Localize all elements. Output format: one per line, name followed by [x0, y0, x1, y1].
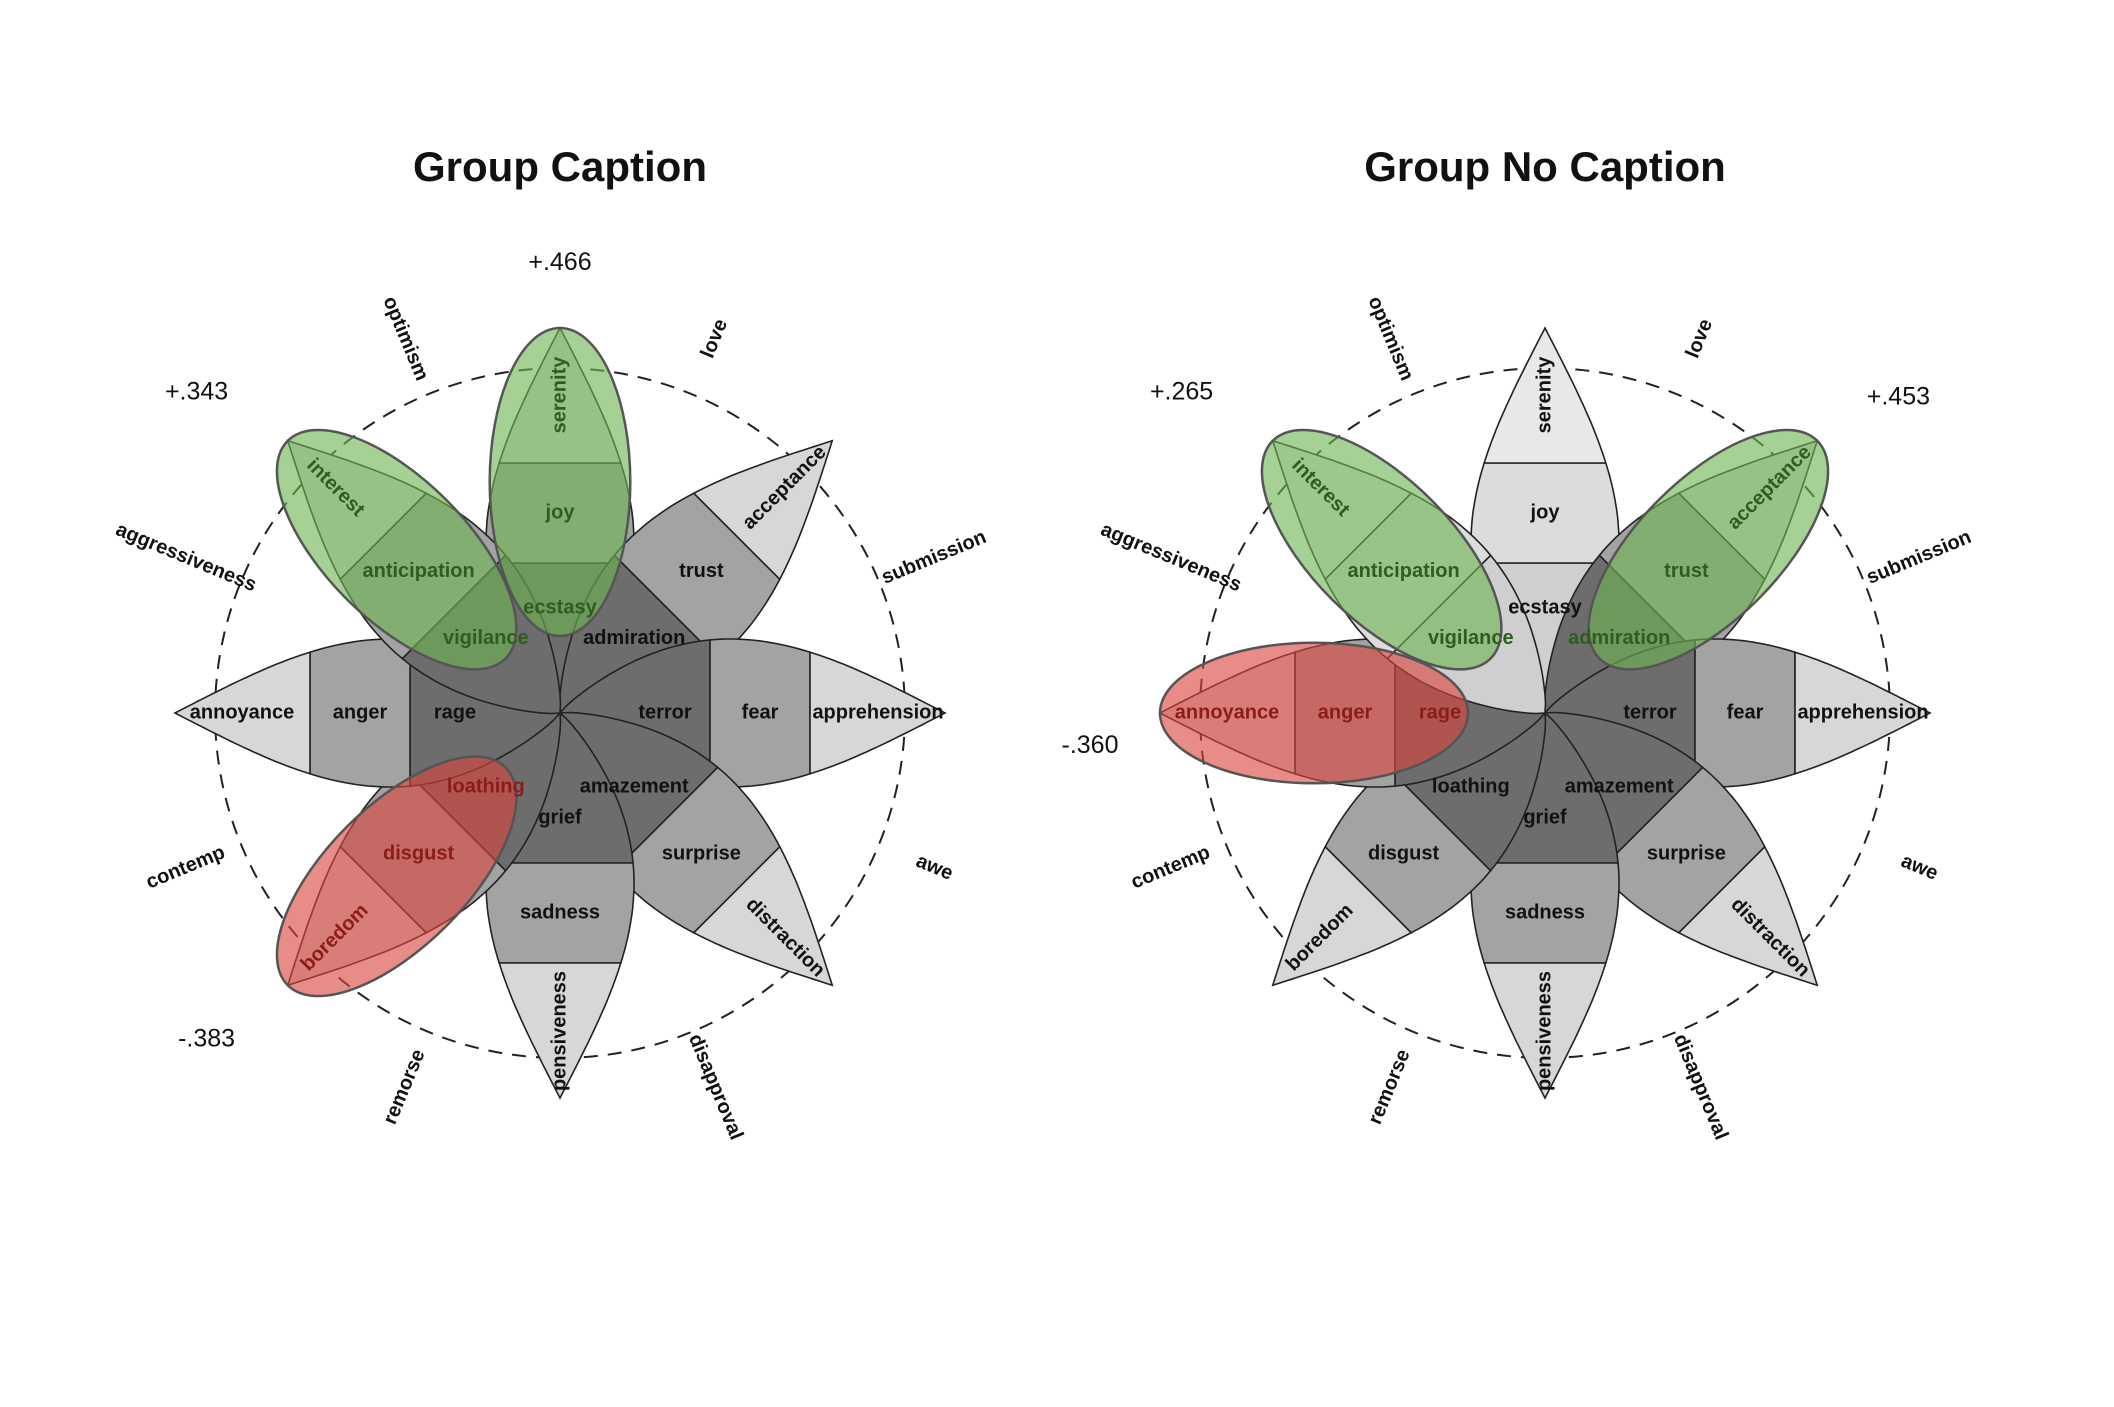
- wheel-group-no-caption: Group No Caption ecstasy joy serenity admira…: [1062, 143, 1975, 1143]
- label-amazement: amazement: [580, 775, 689, 797]
- dyad-aggressiveness: aggressiveness: [113, 518, 260, 596]
- label-trust: trust: [679, 560, 724, 582]
- correlation-value: +.466: [528, 248, 591, 276]
- label-grief: grief: [1523, 806, 1567, 828]
- label-serenity: serenity: [1533, 356, 1555, 434]
- label-sadness: sadness: [520, 901, 600, 923]
- petal-band-apprehension: [1794, 651, 1932, 775]
- label-joy: joy: [1530, 501, 1561, 523]
- highlight-ellipse: [1587, 428, 1830, 671]
- label-amazement: amazement: [1565, 775, 1674, 797]
- label-loathing: loathing: [447, 775, 525, 797]
- highlight-ellipse: [275, 755, 518, 998]
- petal-band-serenity: [1483, 326, 1607, 464]
- label-grief: grief: [538, 806, 582, 828]
- label-surprise: surprise: [1647, 843, 1726, 865]
- dyad-remorse: remorse: [1364, 1046, 1415, 1127]
- highlight-ellipse: [488, 326, 632, 638]
- label-ecstasy: ecstasy: [523, 596, 597, 618]
- label-ecstasy: ecstasy: [1508, 596, 1582, 618]
- dyad-awe: awe: [1898, 850, 1941, 885]
- label-joy: joy: [545, 501, 576, 523]
- label-anticipation: anticipation: [1347, 560, 1459, 582]
- label-trust: trust: [1664, 560, 1709, 582]
- label-serenity: serenity: [548, 356, 570, 434]
- dyad-optimism: optimism: [1363, 293, 1417, 384]
- dyad-aggressiveness: aggressiveness: [1098, 518, 1245, 596]
- label-terror: terror: [638, 701, 692, 723]
- label-fear: fear: [1727, 701, 1764, 723]
- label-fear: fear: [742, 701, 779, 723]
- correlation-value: -.360: [1062, 731, 1119, 759]
- dyad-submission: submission: [878, 526, 989, 589]
- label-apprehension: apprehension: [1797, 701, 1928, 723]
- label-disgust: disgust: [383, 843, 454, 865]
- label-rage: rage: [434, 701, 476, 723]
- dyad-awe: awe: [913, 850, 956, 885]
- diagram-title: Group Caption: [413, 143, 707, 190]
- dyad-love: love: [1682, 316, 1718, 361]
- label-disgust: disgust: [1368, 843, 1439, 865]
- dyad-disapproval: disapproval: [684, 1031, 747, 1143]
- highlight-ellipse: [1158, 641, 1470, 785]
- label-annoyance: annoyance: [190, 701, 294, 723]
- label-admiration: admiration: [583, 627, 685, 649]
- dyad-submission: submission: [1863, 526, 1974, 589]
- label-admiration: admiration: [1568, 627, 1670, 649]
- petal-band-pensiveness: [498, 962, 622, 1100]
- highlight-ellipse: [275, 428, 518, 671]
- label-loathing: loathing: [1432, 775, 1510, 797]
- label-apprehension: apprehension: [812, 701, 943, 723]
- dyad-contemp: contemp: [143, 841, 228, 893]
- label-sadness: sadness: [1505, 901, 1585, 923]
- wheel-group-caption: Group Caption ecstasy joy serenity admiratio…: [113, 143, 990, 1143]
- label-annoyance: annoyance: [1175, 701, 1279, 723]
- label-vigilance: vigilance: [1428, 627, 1514, 649]
- correlation-value: +.265: [1150, 378, 1213, 406]
- diagram-title: Group No Caption: [1364, 143, 1726, 190]
- label-vigilance: vigilance: [443, 627, 529, 649]
- label-pensiveness: pensiveness: [548, 971, 570, 1091]
- label-surprise: surprise: [662, 843, 741, 865]
- correlation-value: +.453: [1867, 383, 1930, 411]
- label-pensiveness: pensiveness: [1533, 971, 1555, 1091]
- dyad-love: love: [697, 316, 733, 361]
- petal-band-distraction: [1677, 845, 1819, 987]
- highlight-ellipse: [1260, 428, 1503, 671]
- dyad-disapproval: disapproval: [1669, 1031, 1732, 1143]
- petal-band-distraction: [692, 845, 834, 987]
- petal-band-acceptance: [692, 439, 834, 581]
- label-anger: anger: [1318, 701, 1373, 723]
- petal-band-pensiveness: [1483, 962, 1607, 1100]
- dyad-optimism: optimism: [378, 293, 432, 384]
- petal-band-annoyance: [173, 651, 311, 775]
- correlation-value: +.343: [165, 378, 228, 406]
- petal-band-apprehension: [809, 651, 947, 775]
- correlation-value: -.383: [178, 1024, 235, 1052]
- dyad-remorse: remorse: [379, 1046, 430, 1127]
- label-rage: rage: [1419, 701, 1461, 723]
- petal-band-boredom: [1271, 845, 1413, 987]
- dyad-contemp: contemp: [1128, 841, 1213, 893]
- label-anger: anger: [333, 701, 388, 723]
- label-terror: terror: [1623, 701, 1677, 723]
- label-anticipation: anticipation: [362, 560, 474, 582]
